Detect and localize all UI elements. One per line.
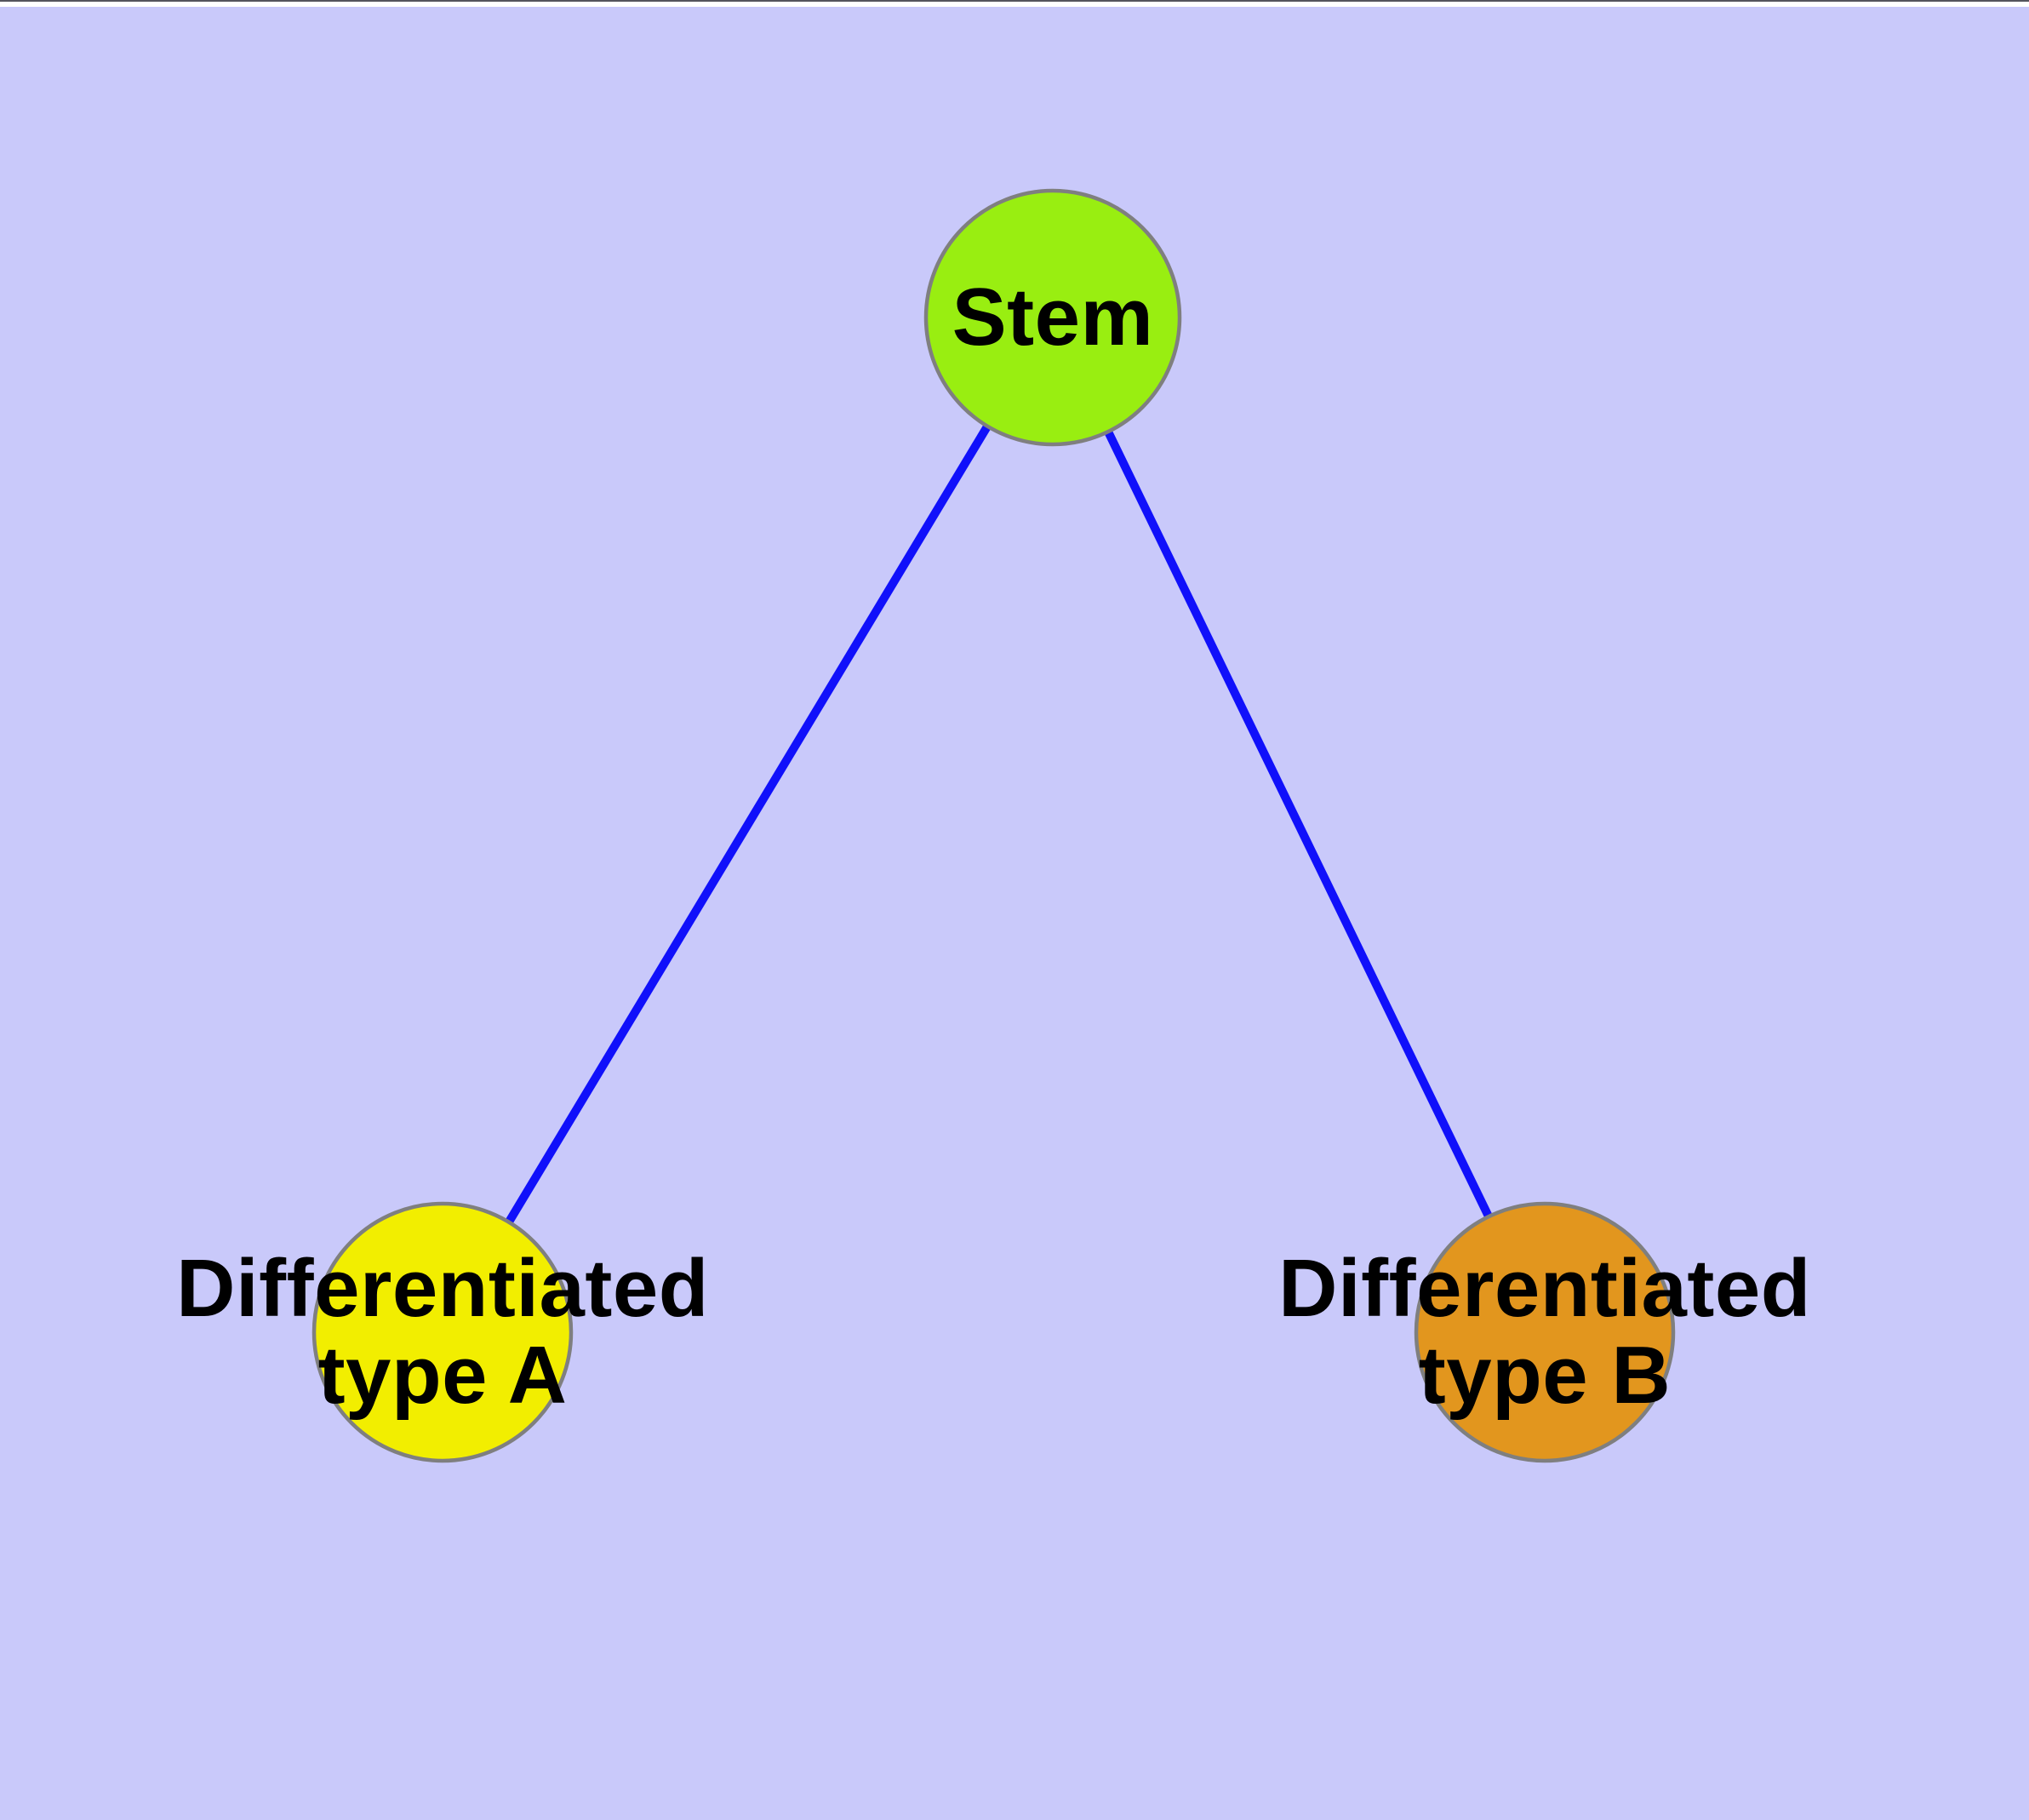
node-differentiated-type-a-label-line-1: Differentiated [176, 1243, 709, 1334]
node-stem-circle [923, 188, 1182, 447]
node-differentiated-type-b-label-line-2: type B [1418, 1330, 1672, 1421]
node-differentiated-type-a-label-line-2: type A [317, 1330, 568, 1421]
edge-stem-to-differentiated-type-b [1049, 315, 1549, 1335]
node-differentiated-type-a-circle [311, 1201, 574, 1463]
edge-stem-to-differentiated-type-a [438, 315, 1057, 1335]
node-differentiated-type-b-label: Differentiated type B [1278, 1245, 1811, 1419]
node-stem-label: Stem [952, 274, 1154, 361]
node-differentiated-type-a-label: Differentiated type A [176, 1245, 709, 1419]
node-stem-label-line: Stem [952, 272, 1154, 363]
node-differentiated-type-b-circle [1414, 1201, 1676, 1463]
node-differentiated-type-b-label-line-1: Differentiated [1278, 1243, 1811, 1334]
window-top-edge-artifact [0, 0, 2029, 7]
